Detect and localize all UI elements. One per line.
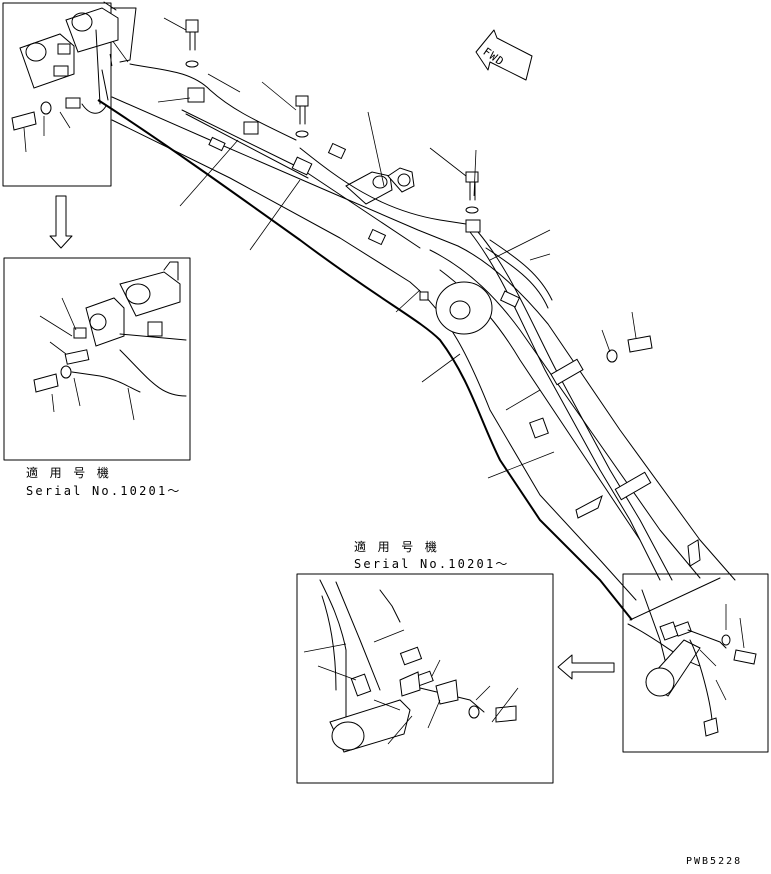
detail-frame-left xyxy=(3,257,191,461)
left-serial-label: Serial No.10201～ xyxy=(26,484,182,498)
hose-line xyxy=(469,231,661,581)
hose-coupling xyxy=(614,471,652,501)
detail-top-left-parts xyxy=(11,1,137,153)
boom-body xyxy=(111,96,736,601)
drawing-code: PWB5228 xyxy=(686,856,743,867)
bottom-serial-label: Serial No.10201～ xyxy=(354,557,510,571)
clamp xyxy=(419,291,429,301)
bolt-icon xyxy=(627,335,653,353)
down-arrow-icon xyxy=(49,195,73,249)
wire-harness xyxy=(97,99,633,621)
bolt-icon xyxy=(465,171,479,201)
detail-frame-right xyxy=(622,573,769,753)
clamp xyxy=(208,136,226,152)
clamp xyxy=(529,417,549,439)
washer-icon xyxy=(465,206,479,214)
clamp-plate xyxy=(687,539,701,567)
clamp xyxy=(291,156,313,176)
washer-icon xyxy=(295,130,309,138)
detail-frame-bottom xyxy=(296,573,554,784)
detail-left-parts xyxy=(33,261,187,421)
left-applicable-label: 適 用 号 機 xyxy=(26,466,112,480)
bolt-icon xyxy=(295,95,309,125)
hose-upper-2 xyxy=(485,247,549,309)
wiring-loop xyxy=(129,63,467,225)
direction-arrow-icon xyxy=(475,29,533,81)
left-arrow-icon xyxy=(557,654,615,680)
clamp-plate xyxy=(575,494,603,519)
boom-foot-boss xyxy=(435,281,493,335)
clamp xyxy=(367,228,387,246)
hose-upper xyxy=(489,239,553,301)
hose-coupling xyxy=(550,358,584,386)
washer-icon xyxy=(606,349,618,363)
detail-frame-top-left xyxy=(2,2,112,187)
detail-bottom-parts xyxy=(303,579,519,753)
washer-icon xyxy=(185,60,199,68)
clamp xyxy=(327,142,347,160)
sensor-clip xyxy=(187,87,481,233)
bolt-icon xyxy=(185,19,199,51)
clamp xyxy=(499,290,521,308)
hose-line-2 xyxy=(477,231,673,581)
boom-top-bracket xyxy=(345,167,415,205)
detail-right-parts xyxy=(627,577,757,737)
bottom-applicable-label: 適 用 号 機 xyxy=(354,540,440,554)
leader-lines xyxy=(111,17,637,479)
